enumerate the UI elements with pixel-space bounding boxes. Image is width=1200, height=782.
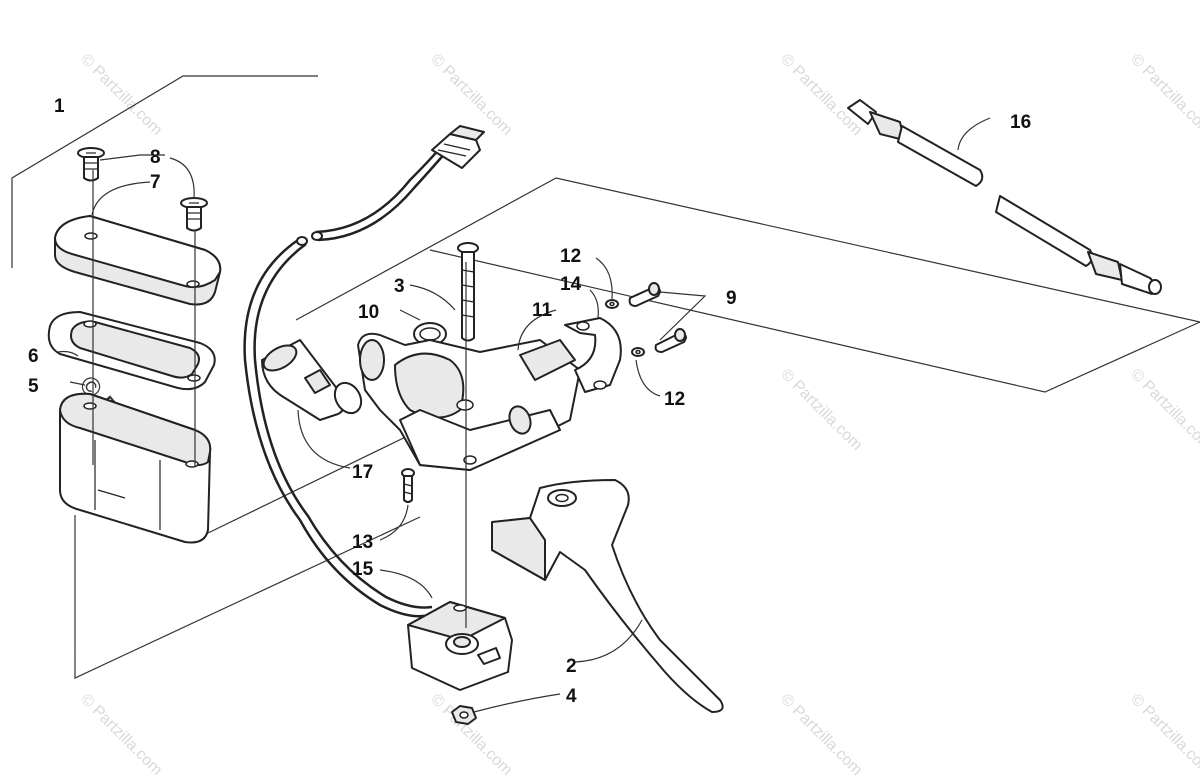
callout-12-top: 12 [560, 246, 581, 267]
brake-lever [491, 479, 724, 713]
diaphragm-gasket [47, 311, 216, 391]
callout-3: 3 [394, 276, 405, 297]
callout-12-bottom: 12 [664, 389, 685, 410]
callout-17: 17 [352, 462, 373, 483]
clamp-screw [654, 328, 687, 353]
callout-15: 15 [352, 559, 374, 580]
o-ring [413, 322, 447, 346]
watermark-text: © Partzilla.com [1127, 691, 1200, 779]
callout-4: 4 [566, 686, 577, 707]
reservoir-cover [54, 215, 222, 306]
long-screw [457, 242, 479, 342]
brake-light-switch [407, 601, 513, 691]
callout-10: 10 [358, 302, 379, 323]
cover-screw [77, 147, 105, 182]
switch-screw [401, 468, 415, 503]
watermark-text: © Partzilla.com [427, 51, 515, 139]
brake-reservoir [59, 392, 212, 544]
callout-1: 1 [54, 96, 65, 117]
callout-14: 14 [560, 274, 582, 295]
washer [631, 347, 645, 357]
callout-labels: 1 2 3 4 5 6 7 8 9 10 11 12 12 13 14 15 1… [28, 96, 1031, 707]
assembly-bracket-lines [11, 75, 1200, 679]
watermark-text: © Partzilla.com [77, 691, 165, 779]
brake-hose [847, 99, 1162, 295]
watermark-text: © Partzilla.com [777, 366, 865, 454]
watermark-text: © Partzilla.com [777, 51, 865, 139]
callout-6: 6 [28, 346, 39, 367]
watermark-text: © Partzilla.com [427, 691, 515, 779]
watermark-text: © Partzilla.com [777, 691, 865, 779]
clamp-screw [628, 282, 661, 307]
callout-2: 2 [566, 656, 577, 677]
watermark-layer: © Partzilla.com © Partzilla.com © Partzi… [73, 51, 1200, 779]
push-pin [261, 339, 363, 421]
washer [605, 299, 619, 309]
callout-13: 13 [352, 532, 373, 553]
nut [451, 705, 477, 725]
callout-9: 9 [726, 288, 737, 309]
callout-leaders [57, 117, 991, 713]
master-cylinder-body [357, 332, 581, 471]
callout-11: 11 [532, 300, 553, 321]
callout-5: 5 [28, 376, 39, 397]
switch-wire [243, 147, 447, 618]
watermark-text: © Partzilla.com [1127, 51, 1200, 139]
cover-screw [180, 197, 208, 232]
callout-8: 8 [150, 147, 161, 168]
handlebar-clamp [564, 317, 622, 393]
watermark-text: © Partzilla.com [1127, 366, 1200, 454]
callout-7: 7 [150, 172, 161, 193]
wire-connector [431, 125, 485, 169]
callout-16: 16 [1010, 112, 1031, 133]
